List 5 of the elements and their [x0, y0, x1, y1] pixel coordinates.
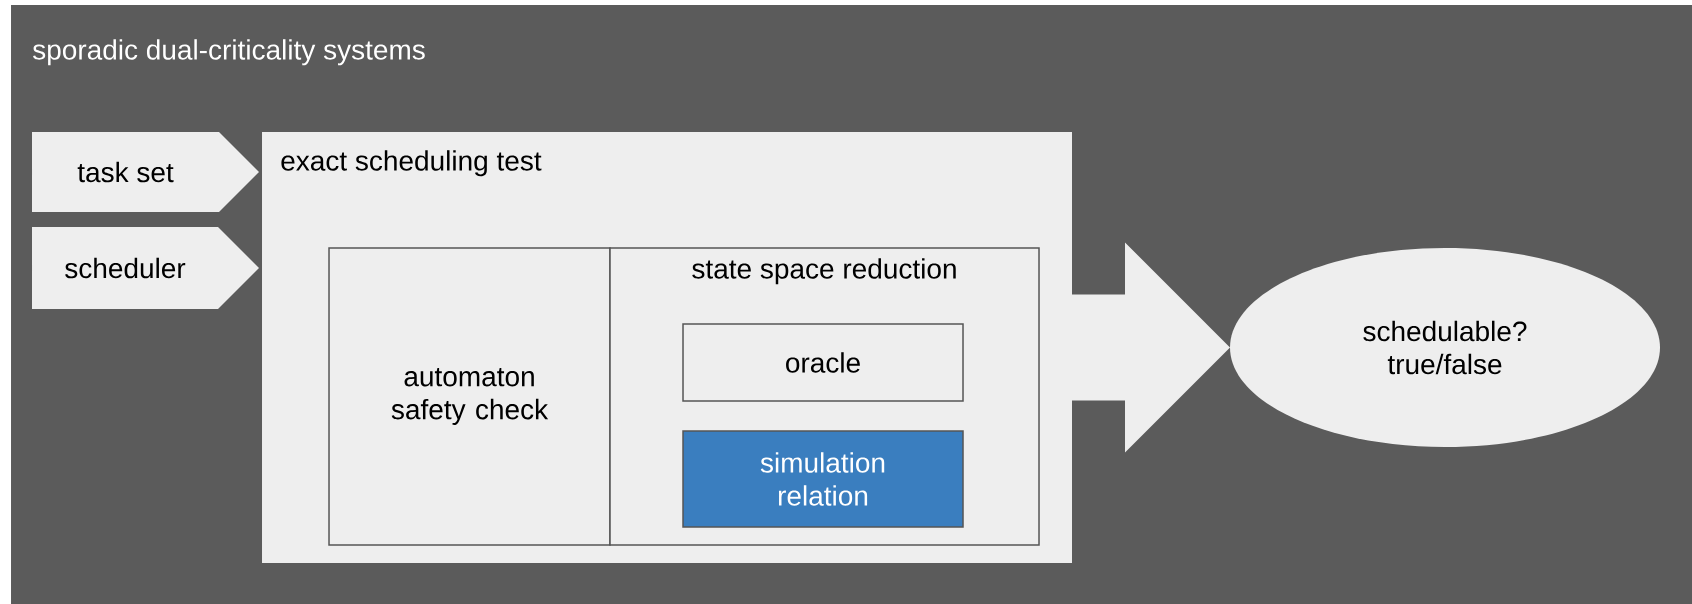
process-box: simulation relation	[682, 430, 964, 528]
component-box: automaton safety check	[328, 247, 611, 546]
process-box: oracle	[682, 323, 964, 402]
block-arrow	[1072, 242, 1230, 453]
input-arrow-box: scheduler	[32, 227, 259, 309]
